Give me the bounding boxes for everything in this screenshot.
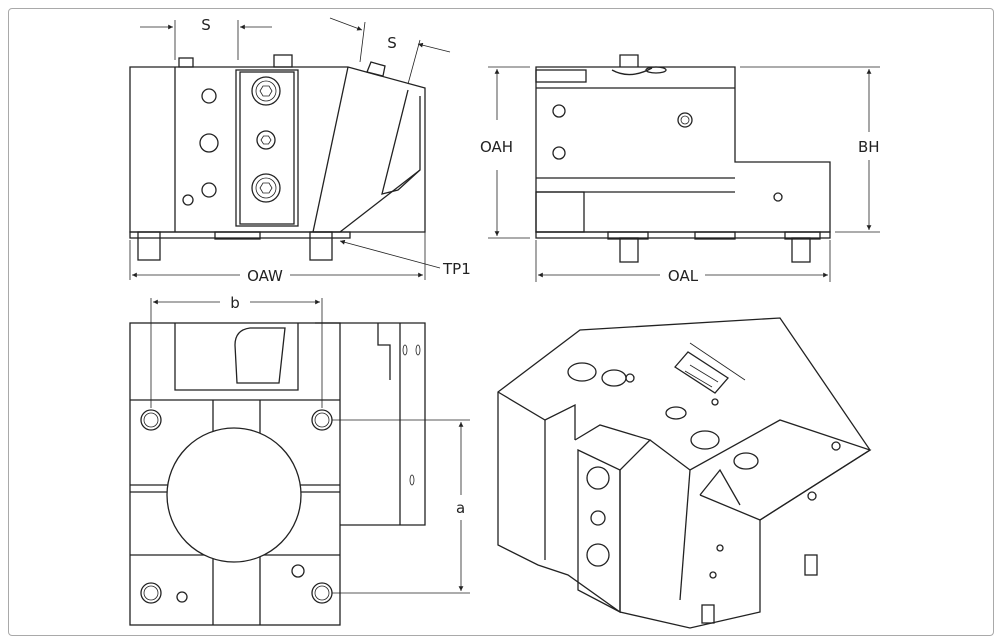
s-angled-label: S — [387, 34, 397, 52]
bottom-view: b a — [129, 294, 470, 626]
s-top-label: S — [201, 16, 211, 34]
front-view: OAW S S TP1 — [129, 16, 471, 285]
tp1-label: TP1 — [442, 260, 471, 278]
side-view: OAH BH OAL — [480, 54, 880, 285]
oal-label: OAL — [668, 267, 699, 285]
oah-label: OAH — [480, 138, 513, 156]
bh-label: BH — [858, 138, 880, 156]
oaw-label: OAW — [247, 267, 283, 285]
drawing-frame — [8, 8, 994, 636]
b-label: b — [230, 294, 240, 312]
nameplate-logo — [674, 351, 729, 394]
isometric-view — [497, 317, 872, 629]
a-label: a — [456, 499, 465, 517]
